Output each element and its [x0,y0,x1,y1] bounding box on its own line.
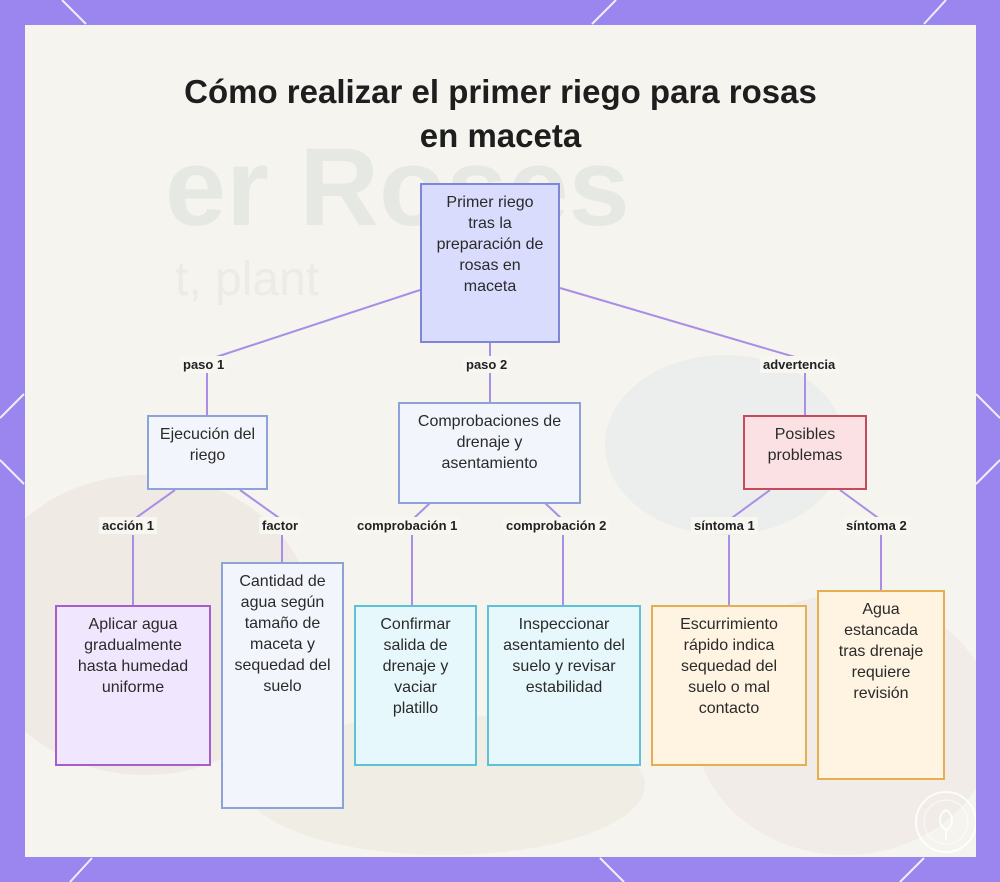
symptom2-node: Agua estancada tras drenaje requiere rev… [817,590,945,780]
edge-label-sintoma2: síntoma 2 [843,517,910,534]
edge-label-advertencia: advertencia [760,356,839,373]
action1-node: Aplicar agua gradualmente hasta humedad … [55,605,211,766]
warning-node-text: Posibles problemas [767,426,843,464]
connector-lines [132,287,882,605]
diagram-panel: er Roses t, plant Cómo realizar el prime… [25,25,976,857]
check2-node-text: Inspeccionar asentamiento del suelo y re… [503,616,625,696]
edge-label-accion1: acción 1 [99,517,158,534]
edge-label-comprobacion1: comprobación 1 [354,517,461,534]
rose-emblem-icon [915,791,976,853]
svg-text:t, plant: t, plant [175,253,319,306]
check1-node-text: Confirmar salida de drenaje y vaciar pla… [380,616,451,717]
action1-node-text: Aplicar agua gradualmente hasta humedad … [77,616,189,696]
root-node-text: Primer riego tras la preparación de rosa… [436,194,544,295]
factor-node-text: Cantidad de agua según tamaño de maceta … [234,573,331,695]
step2-node-text: Comprobaciones de drenaje y asentamiento [417,413,562,472]
warning-node: Posibles problemas [743,415,867,490]
symptom1-node: Escurrimiento rápido indica sequedad del… [651,605,807,766]
symptom1-node-text: Escurrimiento rápido indica sequedad del… [680,616,778,717]
check1-node: Confirmar salida de drenaje y vaciar pla… [354,605,477,766]
step1-node: Ejecución del riego [147,415,268,490]
edge-label-comprobacion2: comprobación 2 [503,517,610,534]
root-node: Primer riego tras la preparación de rosa… [420,183,560,343]
edge-label-factor: factor [259,517,302,534]
step1-node-text: Ejecución del riego [159,426,256,464]
check2-node: Inspeccionar asentamiento del suelo y re… [487,605,641,766]
factor-node: Cantidad de agua según tamaño de maceta … [221,562,344,809]
step2-node: Comprobaciones de drenaje y asentamiento [398,402,581,504]
edge-label-paso2: paso 2 [463,356,511,373]
edge-label-sintoma1: síntoma 1 [691,517,758,534]
edge-label-paso1: paso 1 [180,356,228,373]
diagram-title: Cómo realizar el primer riego para rosas… [184,73,817,154]
symptom2-node-text: Agua estancada tras drenaje requiere rev… [838,601,924,702]
